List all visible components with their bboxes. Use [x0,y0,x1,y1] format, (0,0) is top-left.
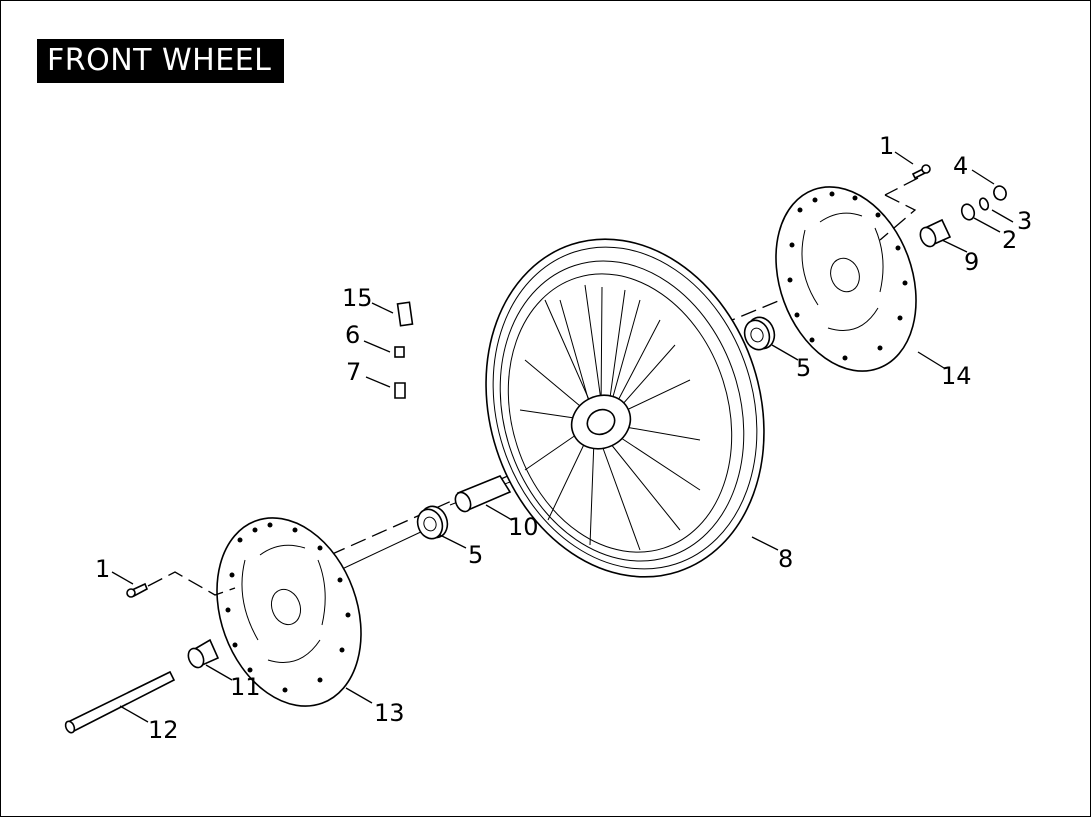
rotor-screw-left [126,571,236,598]
callout-10: 10 [508,513,539,541]
axle-washer [960,203,976,221]
left-axle-spacer [187,638,220,669]
callout-11: 11 [230,673,261,701]
right-wheel-bearing [743,316,776,351]
axle-nut [993,185,1007,201]
callout-14: 14 [941,362,972,390]
diagram-title: FRONT WHEEL [37,39,284,83]
callout-2: 2 [1002,226,1017,254]
bearing-spacer [454,475,512,513]
callout-6: 6 [345,321,360,349]
valve-stem [394,382,406,399]
right-axle-spacer [919,218,952,248]
lock-washer [978,197,990,211]
callout-15: 15 [342,284,373,312]
rotor-screw-top [879,164,931,241]
balance-weight [396,301,414,327]
front-wheel [485,238,765,578]
callout-12: 12 [148,716,179,744]
callout-4: 4 [953,152,968,180]
left-wheel-bearing [416,505,449,540]
callout-8: 8 [778,545,793,573]
left-brake-rotor [216,517,362,707]
callout-1-left: 1 [95,555,110,583]
valve-cap [394,346,405,358]
front-axle [64,670,176,734]
right-brake-rotor [775,186,917,372]
callout-3: 3 [1017,207,1032,235]
callout-5-right: 5 [796,354,811,382]
callout-5-left: 5 [468,541,483,569]
callout-13: 13 [374,699,405,727]
callout-7: 7 [346,358,361,386]
callout-9: 9 [964,248,979,276]
callout-1-top: 1 [879,132,894,160]
